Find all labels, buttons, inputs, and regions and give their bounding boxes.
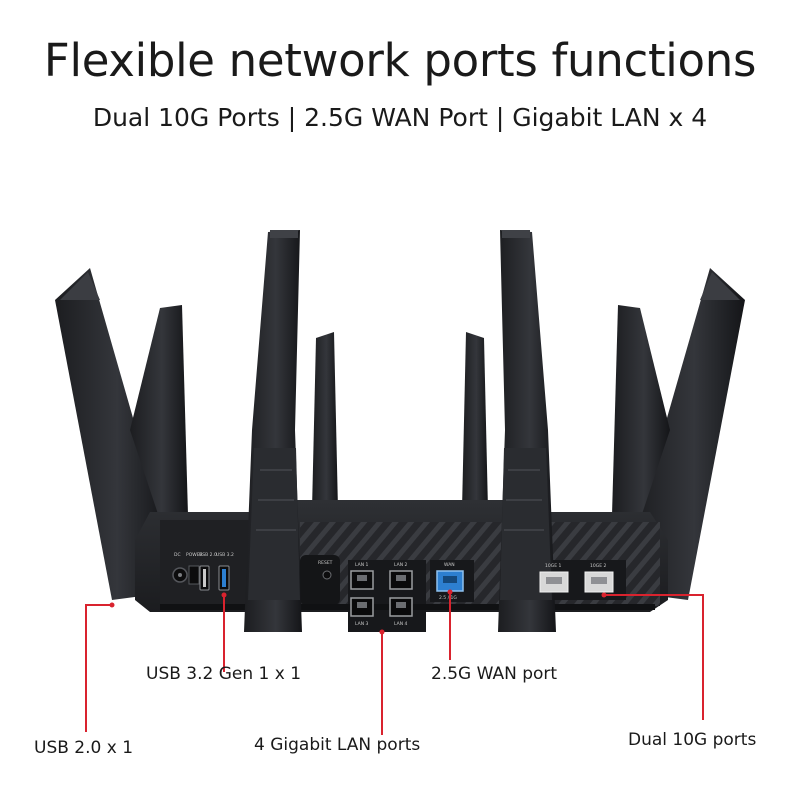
lan4-label: LAN 4	[394, 621, 407, 627]
wan-speed-label: 2.5 / 1G	[439, 595, 457, 601]
page-subtitle: Dual 10G Ports | 2.5G WAN Port | Gigabit…	[92, 103, 708, 132]
antenna-center-right	[498, 230, 556, 632]
reset-label: RESET	[318, 560, 333, 566]
ten-g-callout-label: Dual 10G ports	[628, 730, 757, 750]
usb32-port	[218, 565, 230, 591]
page-title: Flexible network ports functions	[43, 34, 757, 87]
antenna-left-outer	[55, 268, 168, 600]
antenna-right-second	[612, 305, 670, 520]
antenna-left-second	[130, 305, 188, 520]
antenna-center-left	[244, 230, 302, 632]
lan-callout-label: 4 Gigabit LAN ports	[254, 735, 421, 755]
wan-callout-label: 2.5G WAN port	[431, 664, 558, 684]
wan-port	[436, 570, 464, 592]
ten-g-port-2	[584, 571, 614, 593]
tenge2-label: 10GE 2	[590, 563, 606, 569]
reset-button	[322, 570, 332, 580]
usb20-callout-label: USB 2.0 x 1	[34, 738, 134, 758]
usb32-callout-label: USB 3.2 Gen 1 x 1	[146, 664, 302, 684]
lan3-label: LAN 3	[355, 621, 368, 627]
usb20-callout-line	[85, 604, 112, 732]
lan-port-3	[350, 597, 374, 617]
dc-jack	[172, 567, 188, 583]
dc-label: DC	[174, 552, 181, 558]
lan-port-2	[389, 570, 413, 590]
lan-port-4	[389, 597, 413, 617]
power-button	[188, 565, 200, 585]
antenna-right-inner	[462, 332, 488, 510]
lan-port-1	[350, 570, 374, 590]
ten-g-callout-line	[604, 594, 704, 720]
lan1-label: LAN 1	[355, 562, 368, 568]
usb32-label: USB 3.2	[216, 552, 234, 558]
ten-g-port-1	[539, 571, 569, 593]
wan-label: WAN	[444, 562, 455, 568]
antenna-left-inner	[312, 332, 338, 510]
power-label: POWER	[186, 552, 203, 558]
tenge1-label: 10GE 1	[545, 563, 561, 569]
usb20-port	[199, 565, 210, 591]
usb20-label: USB 2.0	[199, 552, 217, 558]
lan2-label: LAN 2	[394, 562, 407, 568]
antenna-right-outer	[632, 268, 745, 600]
